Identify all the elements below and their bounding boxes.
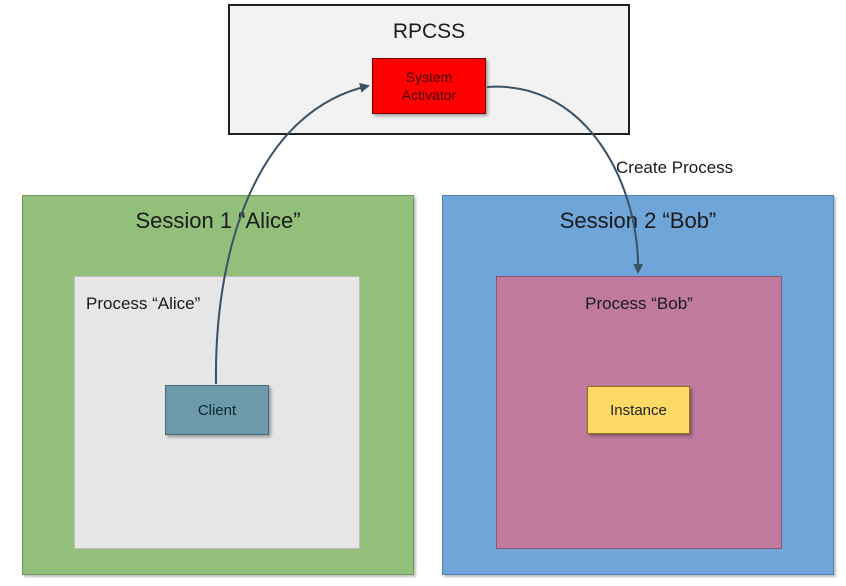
process-alice-title: Process “Alice” [86, 294, 201, 313]
rpcss-title: RPCSS [392, 20, 466, 43]
session-2-title: Session 2 “Bob” [559, 208, 717, 233]
instance-box: Instance [587, 386, 690, 434]
create-process-label: Create Process [616, 158, 734, 177]
create-process-arrow [486, 85, 644, 274]
process-bob-title: Process “Bob” [585, 294, 693, 313]
session-1-title: Session 1 “Alice” [135, 208, 301, 233]
system-activator-box: System Activator [372, 58, 486, 114]
client-to-activator-arrow [214, 82, 370, 385]
instance-label: Instance [610, 401, 667, 419]
system-activator-label-line2: Activator [401, 87, 457, 103]
process-alice-box: Process “Alice” [74, 276, 360, 549]
system-activator-label-line1: System [405, 69, 453, 85]
client-box: Client [165, 385, 269, 435]
client-label: Client [197, 401, 237, 419]
